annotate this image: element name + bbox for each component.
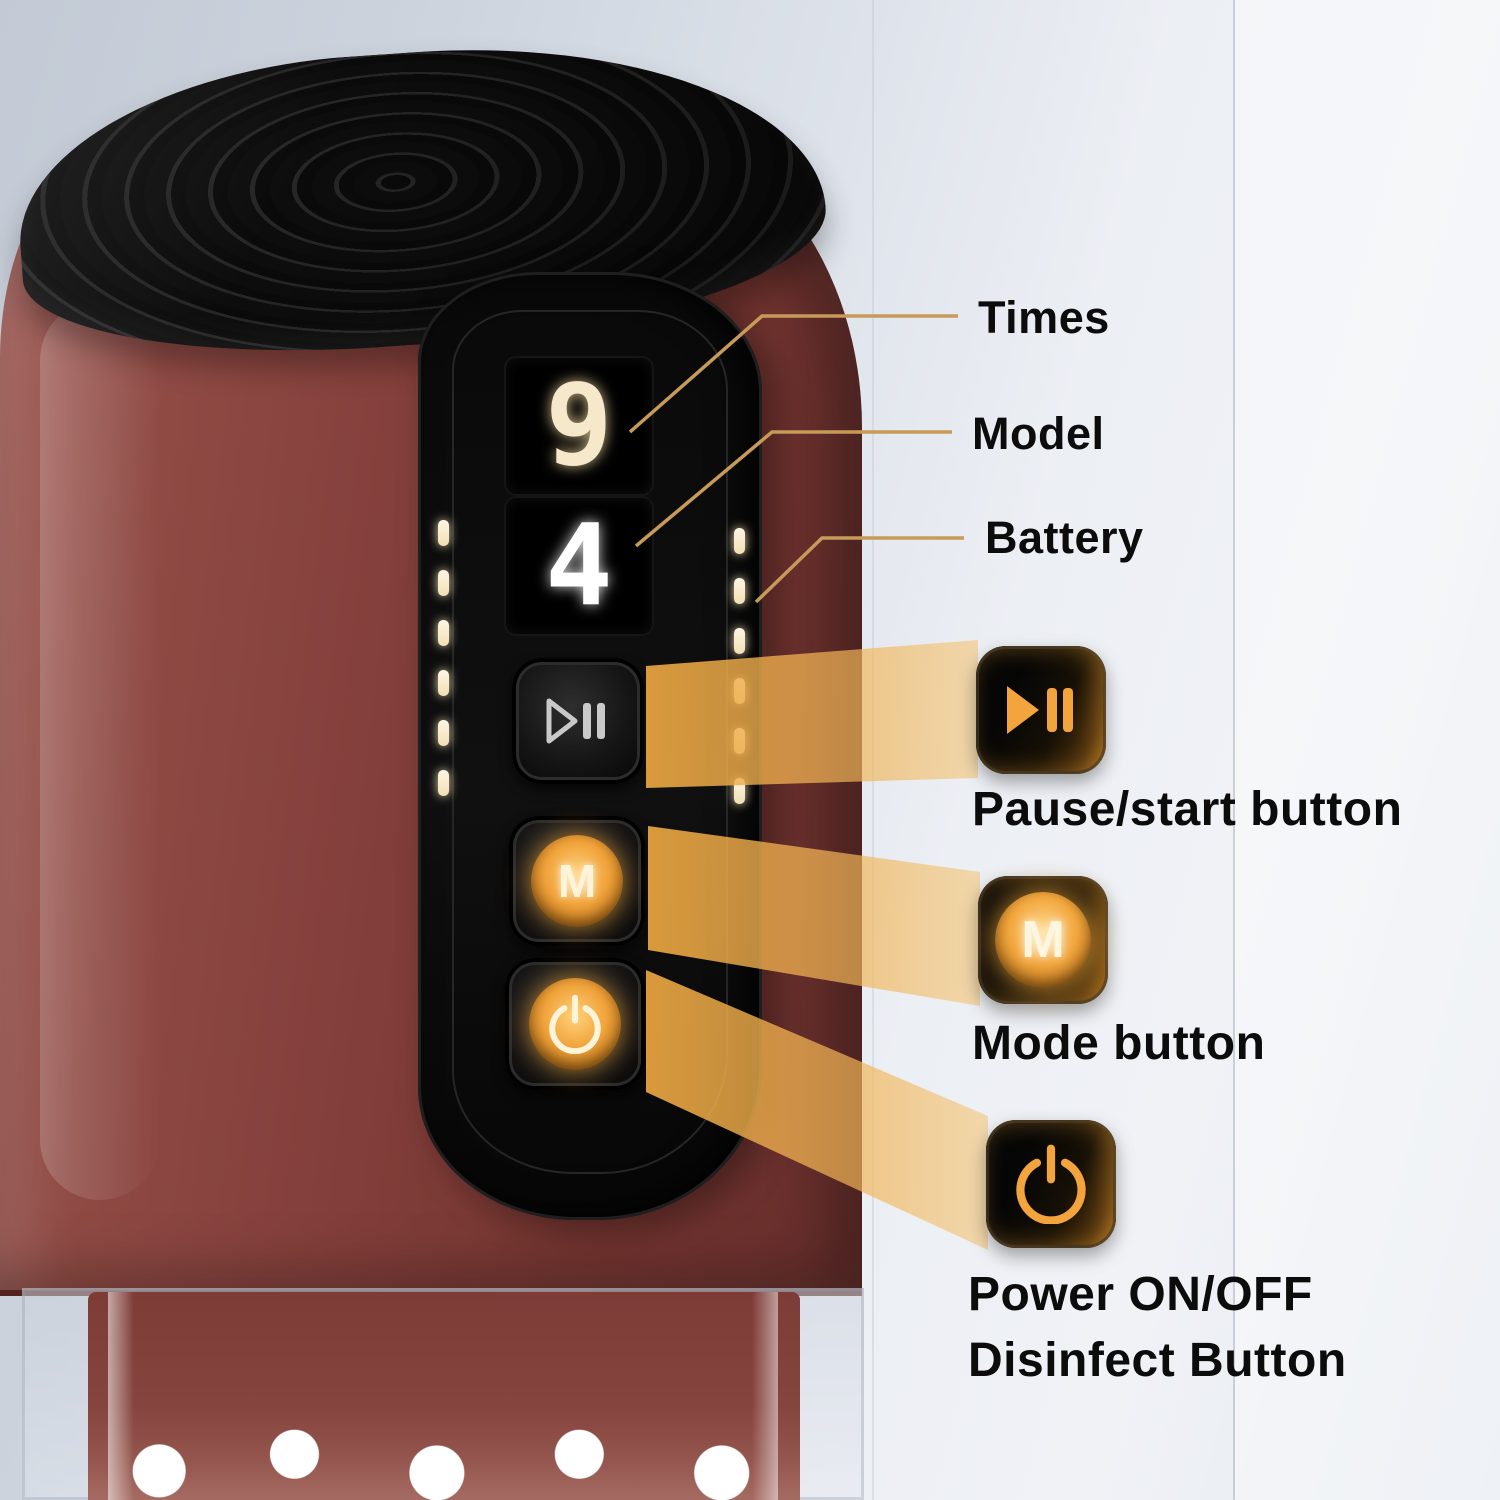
led-dot: [438, 520, 449, 546]
mode-icon: M: [995, 892, 1091, 988]
power-icon: [1016, 1144, 1086, 1224]
mode-label: Mode button: [972, 1017, 1266, 1070]
battery-led-strip: [734, 528, 745, 804]
callout-power-button: [986, 1120, 1116, 1248]
play-pause-icon: [1007, 686, 1073, 734]
background-vertical-line: [1233, 0, 1235, 1500]
mode-glyph: M: [557, 855, 597, 907]
led-dot: [734, 528, 745, 554]
model-value: 4: [545, 501, 613, 631]
device-body-gloss: [40, 300, 160, 1200]
play-pause-icon: [546, 698, 605, 744]
device-mode-button: M: [509, 816, 645, 946]
model-display: 4: [506, 498, 652, 634]
callout-pause-start-button: [976, 646, 1106, 774]
led-dot: [438, 770, 449, 796]
led-dot: [734, 728, 745, 754]
mode-icon: M: [531, 835, 623, 927]
battery-label: Battery: [985, 512, 1144, 563]
led-dot: [438, 570, 449, 596]
led-dot: [438, 670, 449, 696]
device-power-button: [505, 958, 645, 1090]
led-dot: [734, 778, 745, 804]
power-label: Power ON/OFF Disinfect Button: [968, 1262, 1347, 1394]
chamber-gloss-left: [108, 1292, 134, 1500]
power-label-line1: Power ON/OFF: [968, 1268, 1313, 1321]
background-window-band: [1235, 0, 1500, 1500]
callout-mode-button: M: [978, 876, 1108, 1004]
device-pause-start-button: [512, 658, 644, 784]
power-icon: [529, 978, 621, 1070]
mode-glyph: M: [1021, 911, 1065, 969]
led-dot: [438, 720, 449, 746]
led-dot: [734, 628, 745, 654]
power-label-line2: Disinfect Button: [968, 1334, 1347, 1387]
chamber-gloss-right: [752, 1292, 778, 1500]
pause-start-label: Pause/start button: [972, 783, 1403, 836]
model-label: Model: [972, 408, 1105, 459]
led-strip-left: [438, 520, 449, 796]
led-dot: [734, 678, 745, 704]
times-label: Times: [978, 292, 1110, 343]
background-vertical-line-2: [872, 0, 874, 1500]
led-dot: [734, 578, 745, 604]
led-dot: [438, 620, 449, 646]
chamber-inner-sleeve: [88, 1292, 800, 1500]
times-display: 9: [506, 358, 652, 494]
times-value: 9: [545, 361, 613, 491]
